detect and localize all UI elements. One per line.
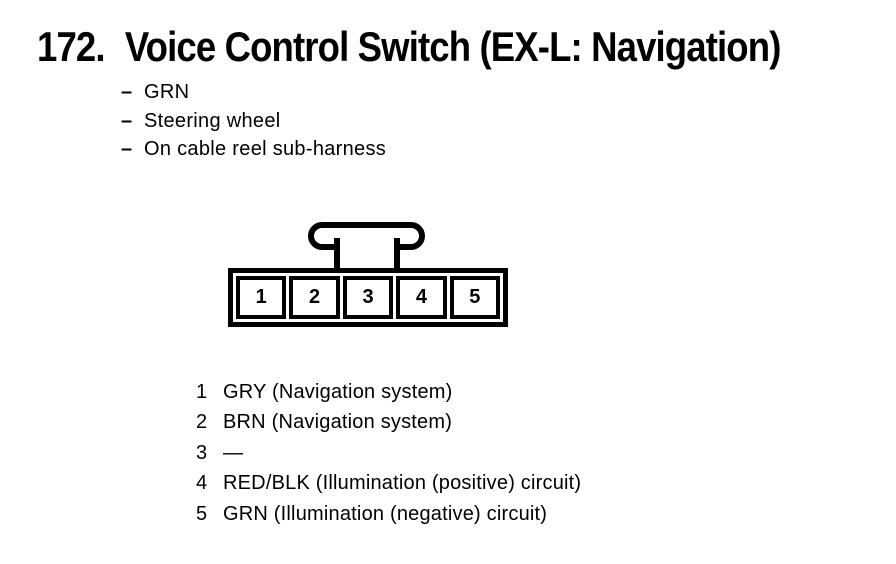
connector-cavity: 1 (236, 276, 287, 319)
connector-cavity: 5 (449, 276, 501, 319)
pin-row: 1 GRY (Navigation system) (196, 377, 581, 407)
dash-bullet: – (121, 81, 133, 103)
note-text: Steering wheel (144, 109, 281, 132)
pin-number: 4 (196, 472, 208, 495)
pin-description: RED/BLK (Illumination (positive) circuit… (223, 472, 582, 495)
pin-number: 3 (196, 441, 208, 464)
pin-description: GRY (Navigation system) (223, 381, 453, 403)
note-text: GRN (144, 81, 190, 103)
pin-row: 4 RED/BLK (Illumination (positive) circu… (196, 468, 581, 498)
item-number: 172. (37, 23, 106, 70)
pin-legend: 1 GRY (Navigation system) 2 BRN (Navigat… (196, 377, 581, 529)
notes-list: – GRN – Steering wheel – On cable reel s… (121, 78, 386, 164)
pin-number: 5 (196, 502, 208, 525)
dash-bullet: – (121, 109, 133, 132)
pin-number: 1 (196, 381, 208, 403)
pin-row: 2 BRN (Navigation system) (196, 407, 581, 437)
connector-diagram: 1 2 3 4 5 (228, 268, 508, 327)
connector-cavity: 3 (342, 276, 394, 319)
connector-lock-tab-stem (334, 238, 400, 268)
pin-description: GRN (Illumination (negative) circuit) (223, 502, 548, 525)
connector-cavity: 2 (289, 276, 340, 319)
dash-bullet: – (121, 138, 133, 161)
page-title: 172. Voice Control Switch (EX-L: Navigat… (37, 23, 781, 70)
connector-cavity: 4 (396, 276, 447, 319)
pin-row: 5 GRN (Illumination (negative) circuit) (196, 499, 581, 529)
title-text: Voice Control Switch (EX-L: Navigation) (124, 23, 781, 70)
pin-number: 2 (196, 411, 208, 434)
pin-row: 3 — (196, 438, 581, 468)
note-item: – GRN (121, 78, 386, 107)
note-item: – Steering wheel (121, 107, 386, 136)
pin-description: BRN (Navigation system) (223, 411, 453, 434)
note-item: – On cable reel sub-harness (121, 135, 386, 164)
note-text: On cable reel sub-harness (144, 138, 387, 161)
pin-description: — (223, 441, 244, 464)
